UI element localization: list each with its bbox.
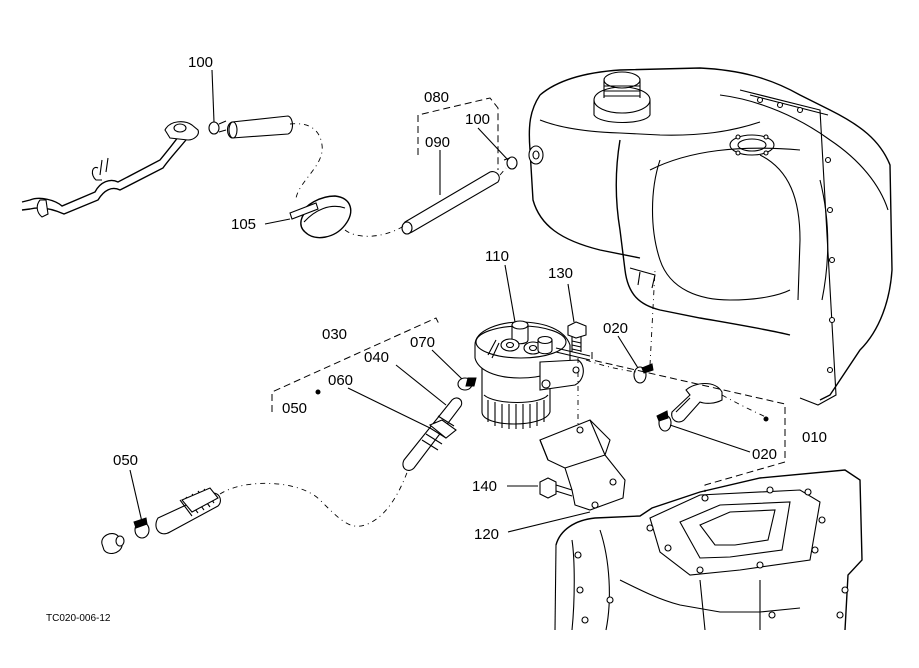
bolt-130 (567, 321, 587, 352)
transmission-bolts (574, 486, 849, 624)
routing-line-clip (499, 167, 507, 176)
clip-100-left (208, 120, 227, 135)
transmission-case (554, 469, 863, 631)
fuel-supply-hose (101, 377, 477, 555)
tank-flange-holes (756, 96, 836, 374)
callout-120: 120 (474, 526, 499, 543)
callout-080: 080 (424, 89, 449, 106)
bolt-140 (539, 477, 573, 499)
callout-100-left: 100 (188, 54, 213, 71)
clamp-050 (133, 517, 150, 539)
fuel-tank (528, 67, 893, 406)
tank-outlet-fitting (528, 145, 544, 165)
marker-dot (315, 389, 321, 395)
short-fuel-hose (226, 115, 294, 139)
group-bracket-080 (417, 97, 499, 170)
routing-line-upper (289, 123, 323, 199)
group-bracket-030 (271, 317, 441, 412)
callout-140: 140 (472, 478, 497, 495)
callout-110: 110 (485, 248, 509, 265)
callout-070: 070 (410, 334, 435, 351)
hose-end-fitting (101, 533, 125, 555)
filler-cap (593, 71, 651, 123)
callout-030: 030 (322, 326, 347, 343)
cable-tie-105 (289, 195, 352, 239)
callout-labels: 100 080 100 090 105 110 130 030 040 070 … (113, 54, 827, 543)
routing-line-hose-end (721, 394, 769, 419)
routing-line-filter-clamp (585, 359, 637, 373)
fuel-filter-assembly (474, 320, 591, 429)
routing-line-lower (219, 469, 409, 527)
clip-100-right (503, 156, 518, 170)
clamp-020-lower (656, 410, 672, 432)
routing-line-to-tank (649, 269, 656, 366)
filter-bracket (539, 419, 626, 511)
callout-060: 060 (328, 372, 353, 389)
fuel-sender-unit (729, 134, 775, 156)
clamp-070 (457, 377, 477, 391)
callout-105: 105 (231, 216, 256, 233)
callout-020-lower: 020 (752, 446, 777, 463)
fuel-hose-090 (401, 171, 500, 235)
filter-banjo-fittings (500, 335, 553, 355)
callout-090: 090 (425, 134, 450, 151)
drawing-code: TC020-006-12 (46, 613, 111, 624)
callout-130: 130 (548, 265, 573, 282)
marker-dot (763, 416, 769, 422)
group-bracket-010 (591, 352, 786, 492)
callout-100-right: 100 (465, 111, 490, 128)
callout-040: 040 (364, 349, 389, 366)
callout-050-lower: 050 (113, 452, 138, 469)
callout-010: 010 (802, 429, 827, 446)
fuel-return-pipe (21, 121, 199, 218)
leader-lines (129, 69, 751, 533)
routing-line-hose (344, 225, 405, 237)
hose-filter-to-tank (671, 382, 723, 423)
callout-020-upper: 020 (603, 320, 628, 337)
callout-050-upper: 050 (282, 400, 307, 417)
